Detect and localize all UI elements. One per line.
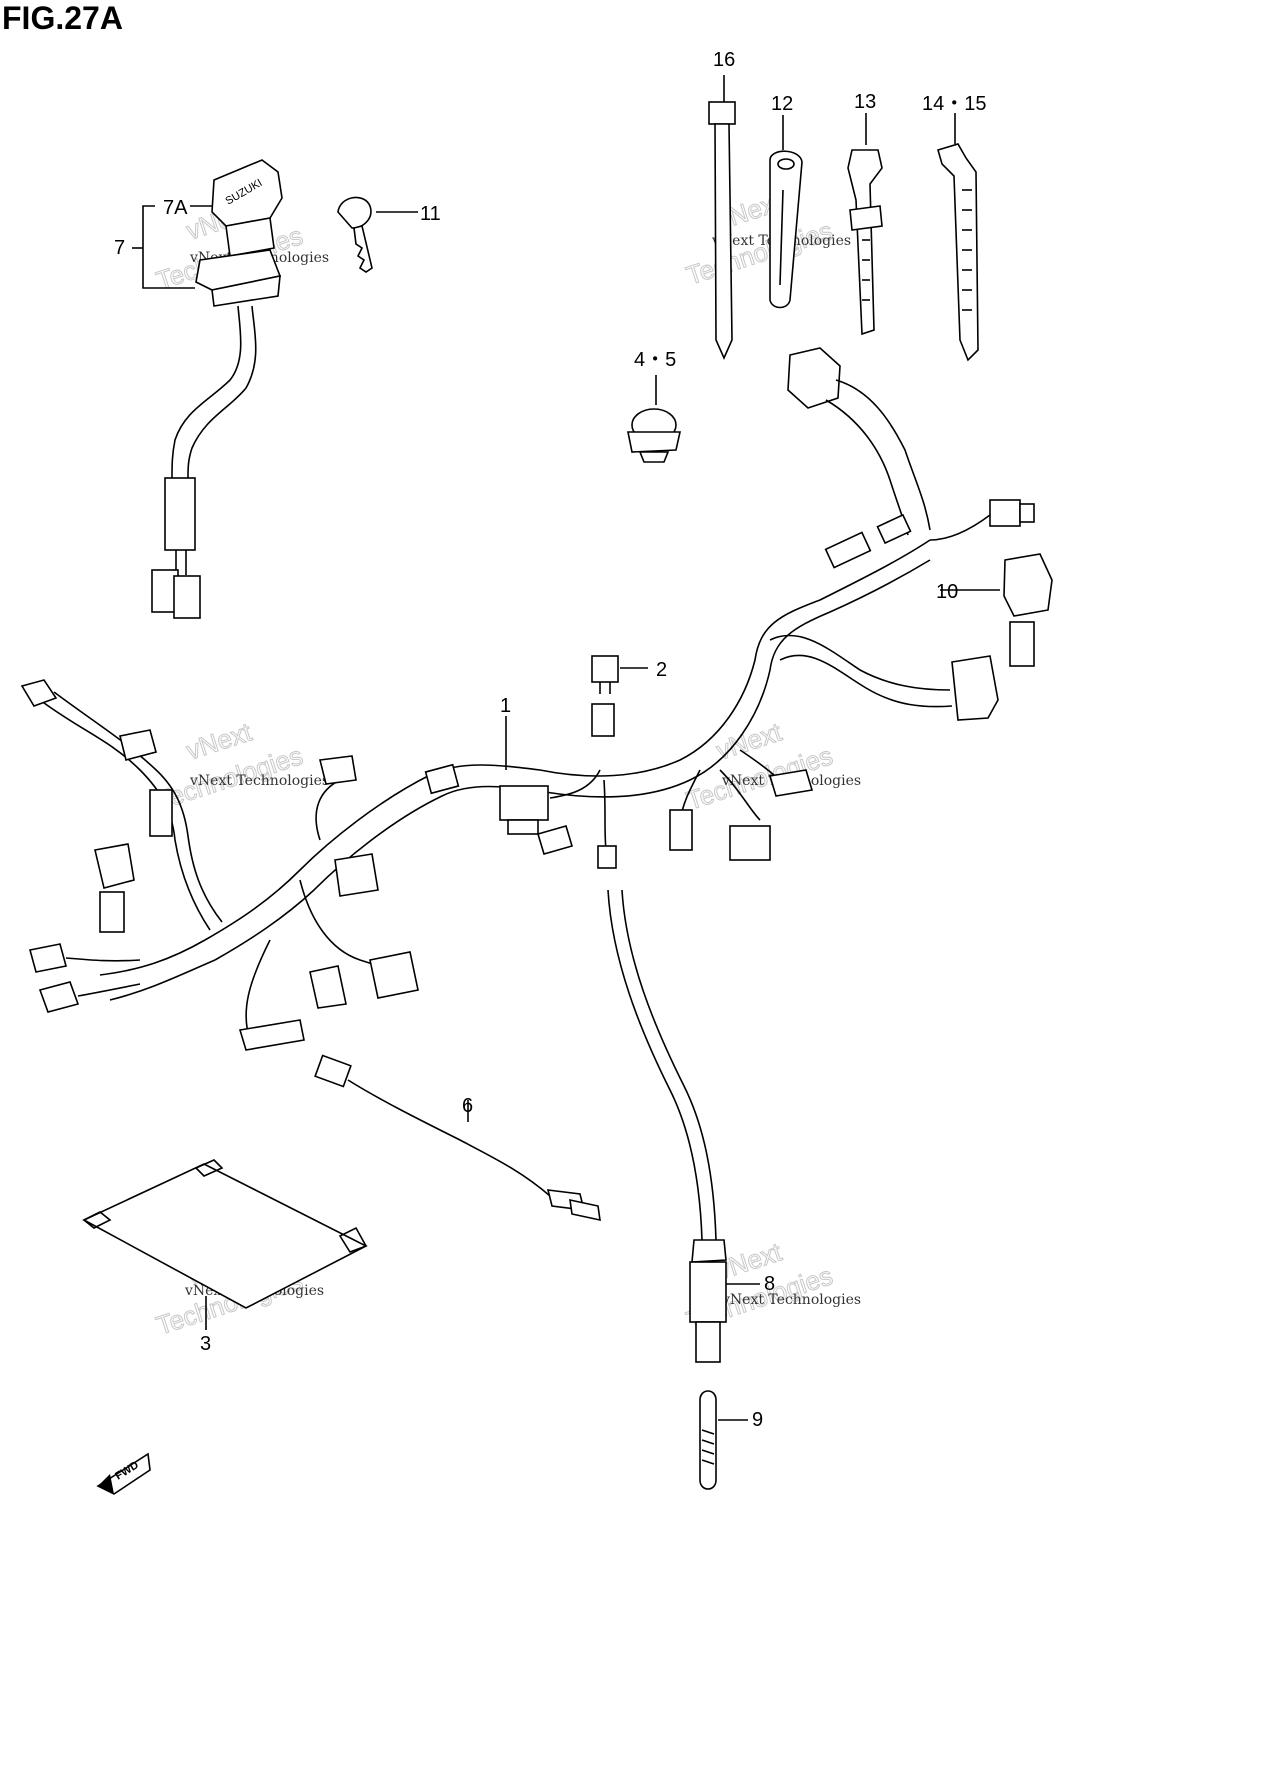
- callout-14-15: 14・15: [922, 93, 987, 115]
- callout-3: 3: [200, 1333, 211, 1355]
- callout-7a: 7A: [163, 197, 188, 219]
- callout-6: 6: [462, 1095, 473, 1117]
- label-sheet-3-icon: [82, 1159, 368, 1330]
- callout-13: 13: [854, 91, 876, 113]
- sensor-8-icon: [607, 889, 760, 1363]
- ignition-cable-sleeve: [164, 477, 196, 551]
- watermark-text: vNext Technologies: [721, 1292, 861, 1308]
- callout-16: 16: [713, 49, 735, 71]
- callout-10: 10: [936, 581, 958, 603]
- callout-9: 9: [752, 1409, 763, 1431]
- cable-tie-14-15-icon: [937, 113, 979, 362]
- fwd-arrow-icon: FWD: [96, 1452, 151, 1495]
- watermark-group-4: vNext Technologies vNext Technologies: [682, 716, 861, 816]
- watermark-text: vNext Technologies: [189, 773, 329, 789]
- plug-9-icon: [699, 1390, 748, 1490]
- strap-12-icon: [769, 115, 803, 309]
- ignition-switch-part: SUZUKI: [132, 159, 283, 619]
- clamp-4-5-icon: [627, 375, 681, 463]
- callout-4-5: 4・5: [634, 349, 676, 371]
- ignition-connector-right: [173, 575, 201, 619]
- callout-8: 8: [764, 1273, 775, 1295]
- callout-7: 7: [114, 237, 125, 259]
- strap-13-icon: [847, 113, 883, 336]
- main-wiring-harness: [20, 347, 1053, 1051]
- fuse-2-icon: [591, 655, 648, 737]
- watermark-big: Technologies: [683, 215, 837, 290]
- watermark-group-2: vNext Technologies vNext Technologies: [682, 186, 851, 291]
- key-icon: [337, 196, 418, 273]
- callout-12: 12: [771, 93, 793, 115]
- callouts: 16 12 13 14・15 7A 7 11 4・5 10 2 1 6 8 3 …: [114, 49, 987, 1431]
- figure-title: FIG.27A: [2, 0, 123, 36]
- callout-1: 1: [500, 695, 511, 717]
- callout-11: 11: [420, 203, 441, 225]
- cable-tie-16-icon: [708, 75, 736, 360]
- lead-wire-6-icon: [314, 1054, 601, 1222]
- callout-2: 2: [656, 659, 667, 681]
